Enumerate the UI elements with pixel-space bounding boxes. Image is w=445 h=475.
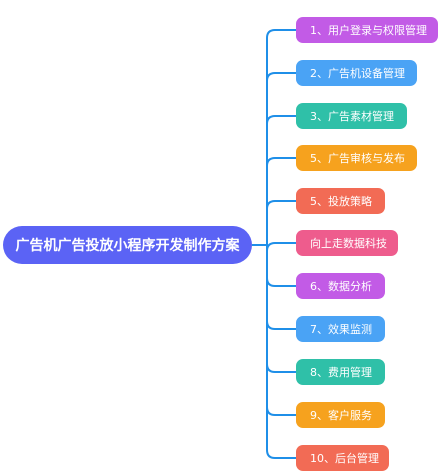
root-topic[interactable]: 广告机广告投放小程序开发制作方案: [3, 226, 252, 264]
branch-label: 1、用户登录与权限管理: [310, 24, 427, 37]
root-topic-label: 广告机广告投放小程序开发制作方案: [15, 238, 240, 254]
branch-node-cost-management[interactable]: 8、费用管理: [296, 359, 385, 385]
branch-connector: [266, 242, 296, 252]
branch-node-user-login[interactable]: 1、用户登录与权限管理: [296, 17, 438, 43]
branch-label: 向上走数据科技: [310, 237, 387, 250]
branch-connector: [266, 29, 296, 245]
branch-label: 7、效果监测: [310, 323, 372, 336]
branch-node-data-analysis[interactable]: 6、数据分析: [296, 273, 385, 299]
branch-node-backend-management[interactable]: 10、后台管理: [296, 445, 389, 471]
branch-label: 9、客户服务: [310, 409, 372, 422]
branch-label: 8、费用管理: [310, 366, 372, 379]
branch-node-company[interactable]: 向上走数据科技: [296, 230, 398, 256]
branch-connector: [266, 72, 296, 245]
branch-label: 6、数据分析: [310, 280, 372, 293]
branch-node-customer-service[interactable]: 9、客户服务: [296, 402, 385, 428]
branch-label: 2、广告机设备管理: [310, 67, 405, 80]
branch-label: 3、广告素材管理: [310, 110, 394, 123]
branch-node-device-management[interactable]: 2、广告机设备管理: [296, 60, 417, 86]
branch-connector: [266, 245, 296, 459]
branch-connector: [266, 200, 296, 245]
branch-connector: [266, 115, 296, 245]
branch-label: 5、广告审核与发布: [310, 152, 405, 165]
branch-node-effect-monitoring[interactable]: 7、效果监测: [296, 316, 385, 342]
branch-node-strategy[interactable]: 5、投放策略: [296, 188, 385, 214]
branch-connector: [266, 245, 296, 373]
branch-node-material-management[interactable]: 3、广告素材管理: [296, 103, 407, 129]
branch-label: 5、投放策略: [310, 195, 372, 208]
branch-connector: [266, 157, 296, 245]
branch-label: 10、后台管理: [310, 452, 379, 465]
branch-connector: [266, 245, 296, 287]
branch-node-review-publish[interactable]: 5、广告审核与发布: [296, 145, 417, 171]
